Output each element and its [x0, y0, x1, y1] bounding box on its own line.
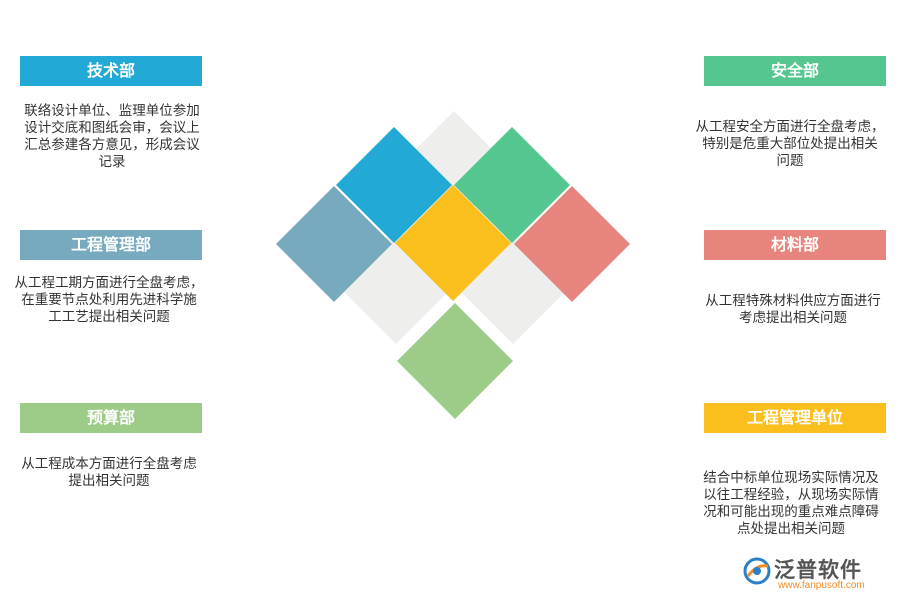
logo-name: 泛普软件 — [774, 558, 862, 582]
eng-mgmt-desc-line: 在重要节点处利用先进科学施 — [21, 292, 197, 308]
budget-dept-label: 预算部 — [20, 403, 202, 433]
tech-desc-line: 汇总参建各方意见，形成会议 — [24, 137, 200, 153]
tech-dept-label: 技术部 — [20, 56, 202, 86]
tech-desc-line: 记录 — [98, 154, 126, 170]
logo-url: www.fanpusoft.com — [778, 580, 865, 591]
tech-desc-line: 设计交底和图纸会审，会议上 — [24, 120, 200, 136]
eng-unit-label: 工程管理单位 — [704, 403, 886, 433]
fanpu-logo-icon — [743, 557, 771, 585]
budget-desc-line: 提出相关问题 — [68, 473, 150, 489]
material-dept-label: 材料部 — [704, 230, 886, 260]
fanpu-logo: 泛普软件 www.fanpusoft.com — [742, 554, 892, 594]
eng-unit-desc-line: 点处提出相关问题 — [737, 521, 845, 537]
tech-dept-description: 联络设计单位、监理单位参加 设计交底和图纸会审，会议上 汇总参建各方意见，形成会… — [0, 103, 224, 171]
safety-desc-line: 问题 — [776, 153, 804, 169]
safety-dept-description: 从工程安全方面进行全盘考虑， 特别是危重大部位处提出相关 问题 — [680, 119, 900, 170]
budget-dept-description: 从工程成本方面进行全盘考虑 提出相关问题 — [0, 456, 218, 490]
material-dept-description: 从工程特殊材料供应方面进行 考虑提出相关问题 — [686, 293, 900, 327]
material-desc-line: 考虑提出相关问题 — [739, 310, 847, 326]
eng-mgmt-desc-line: 工工艺提出相关问题 — [48, 309, 170, 325]
tech-desc-line: 联络设计单位、监理单位参加 — [24, 103, 200, 119]
eng-mgmt-dept-description: 从工程工期方面进行全盘考虑， 在重要节点处利用先进科学施 工工艺提出相关问题 — [0, 275, 220, 326]
eng-unit-desc-line: 结合中标单位现场实际情况及 — [703, 470, 879, 486]
eng-mgmt-desc-line: 从工程工期方面进行全盘考虑， — [14, 275, 204, 291]
safety-dept-label: 安全部 — [704, 56, 886, 86]
safety-desc-line: 从工程安全方面进行全盘考虑， — [695, 119, 885, 135]
material-desc-line: 从工程特殊材料供应方面进行 — [705, 293, 881, 309]
eng-unit-description: 结合中标单位现场实际情况及 以往工程经验，从现场实际情 况和可能出现的重点难点障… — [682, 470, 900, 538]
eng-unit-desc-line: 况和可能出现的重点难点障碍 — [703, 504, 879, 520]
budget-desc-line: 从工程成本方面进行全盘考虑 — [21, 456, 197, 472]
eng-unit-desc-line: 以往工程经验，从现场实际情 — [703, 487, 879, 503]
safety-desc-line: 特别是危重大部位处提出相关 — [702, 136, 878, 152]
eng-mgmt-dept-label: 工程管理部 — [20, 230, 202, 260]
